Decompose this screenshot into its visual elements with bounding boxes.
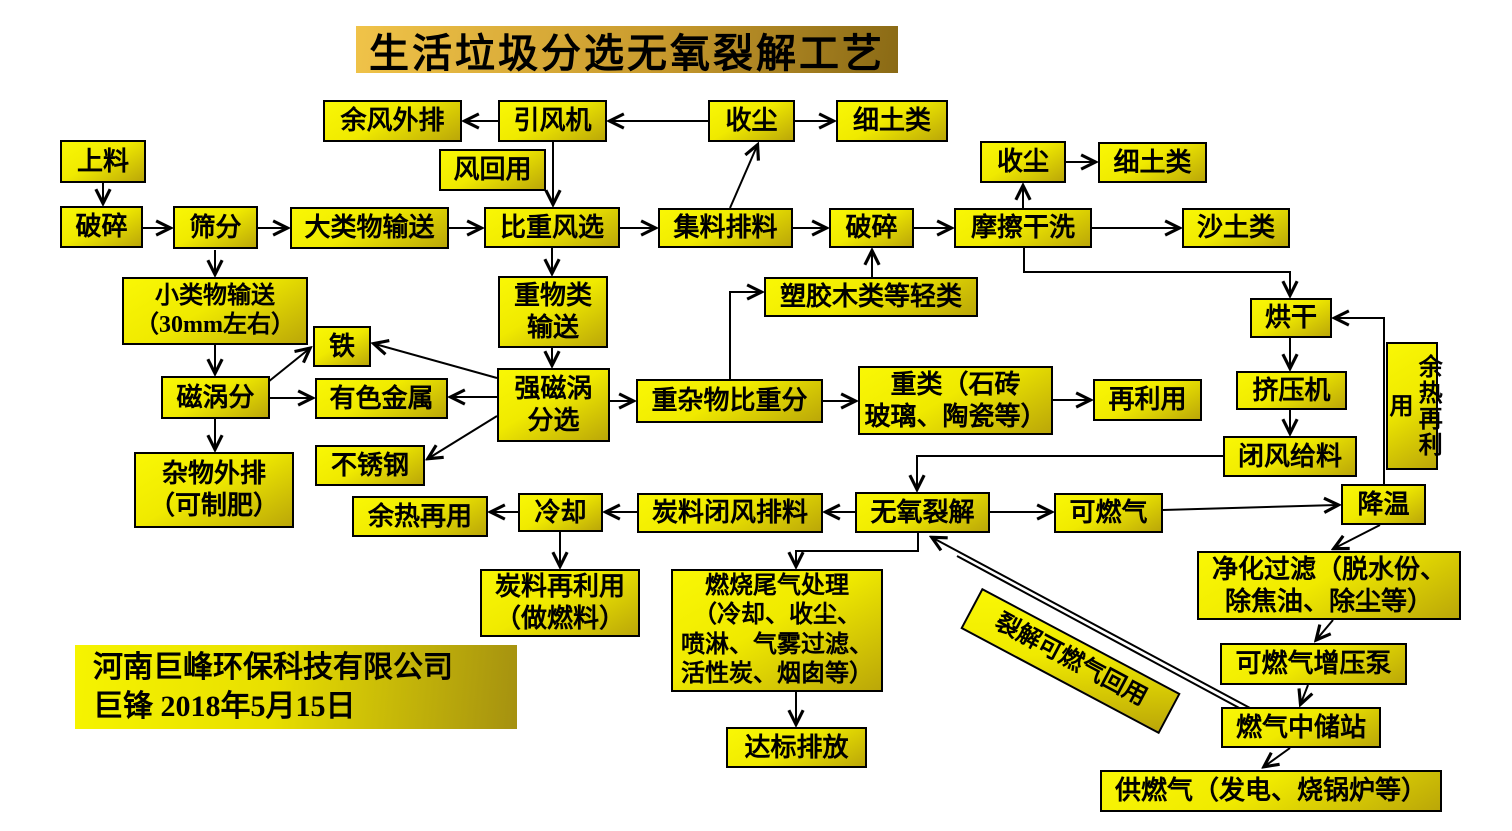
arrow-zhongzawu-to-sujiao: [729, 292, 760, 379]
node-yinfengji: 引风机: [498, 100, 607, 142]
node-shouchen-2: 收尘: [980, 141, 1066, 183]
node-ciwofen: 磁涡分: [161, 376, 270, 419]
node-zawu-waipai: 杂物外排 （可制肥）: [134, 452, 294, 528]
company-signature: 河南巨峰环保科技有限公司巨锋 2018年5月15日: [75, 645, 517, 729]
node-fenghuiyong: 风回用: [439, 149, 546, 191]
arrow-bifenggeiliao-to-wuyangliejie: [917, 455, 1223, 488]
node-shangliao: 上料: [60, 140, 146, 183]
node-bifeng-geiliao: 闭风给料: [1223, 436, 1357, 477]
node-gongranqi: 供燃气（发电、烧锅炉等）: [1100, 770, 1442, 812]
arrow-jiangwen-to-jinghua: [1335, 524, 1381, 548]
node-zhongwulei-shusong: 重物类 输送: [498, 276, 608, 348]
arrow-jinghua-to-zengyabeng: [1317, 619, 1334, 639]
node-xitulei-2: 细土类: [1098, 142, 1207, 183]
node-lengque: 冷却: [518, 493, 603, 532]
node-buxiugang: 不锈钢: [315, 445, 425, 486]
node-shouchen-1: 收尘: [708, 100, 795, 142]
page-title: 生活垃圾分选无氧裂解工艺: [356, 26, 898, 76]
node-wuyang-liejie: 无氧裂解: [855, 492, 990, 533]
node-ranqi-zhongchuzhan: 燃气中储站: [1221, 707, 1381, 748]
node-posui-2: 破碎: [829, 208, 914, 248]
node-shaifen: 筛分: [173, 206, 258, 249]
node-zhonglei: 重类（石砖 玻璃、陶瓷等）: [858, 366, 1053, 435]
node-zhongzawu-bizhongfen: 重杂物比重分: [636, 379, 823, 423]
node-shatulei: 沙土类: [1182, 208, 1290, 248]
arrow-mocaganxi-to-honggan: [1023, 248, 1290, 294]
arrow-chuzhan-to-gongranqi: [1265, 747, 1291, 766]
arrow-qiangciwo-to-buxiugang: [429, 415, 498, 458]
arrow-jiliao-to-shouchen1: [729, 146, 757, 209]
node-posui-1: 破碎: [60, 206, 143, 248]
arrow-chuzhan-to-wuyangliejie-parallel: [956, 555, 1257, 718]
node-sujiao-mulei: 塑胶木类等轻类: [764, 277, 978, 317]
node-honggan: 烘干: [1250, 298, 1332, 338]
node-bizhong-fengxuan: 比重风选: [484, 207, 620, 248]
node-tie: 铁: [313, 326, 371, 367]
node-jiliao-pailiao: 集料排料: [658, 208, 793, 248]
arrow-wuyangliejie-to-ranshaoweiqi: [796, 533, 919, 565]
node-jinghua-guolv: 净化过滤（脱水份、 除焦油、除尘等）: [1197, 551, 1461, 620]
node-keranqi: 可燃气: [1054, 493, 1163, 533]
arrow-zengyabeng-to-chuzhan: [1301, 684, 1308, 703]
node-yufeng-waipai: 余风外排: [323, 100, 462, 142]
arrow-keranqi-to-jiangwen: [1162, 505, 1337, 510]
author-date: 巨锋 2018年5月15日: [93, 690, 356, 723]
node-qiangciwo-fenxuan: 强磁涡 分选: [497, 368, 610, 442]
node-youse-jinshu: 有色金属: [315, 378, 448, 419]
node-jiangwen: 降温: [1341, 484, 1426, 525]
node-dabiao-paifang: 达标排放: [726, 727, 867, 768]
node-xitulei-1: 细土类: [836, 100, 948, 142]
node-tanliao-bifeng-pailiao: 炭料闭风排料: [637, 493, 823, 533]
arrow-jiangwen-to-honggan: [1336, 318, 1385, 484]
node-zailiyong: 再利用: [1093, 379, 1202, 421]
node-jiyaji: 挤压机: [1236, 371, 1347, 410]
node-yure-zaiyong: 余热再用: [352, 496, 488, 537]
node-daleiwu-shusong: 大类物输送: [290, 207, 449, 249]
node-tanliao-zailiyong: 炭料再利用 （做燃料）: [480, 569, 640, 637]
node-moca-ganxi: 摩擦干洗: [954, 208, 1092, 248]
arrow-chuzhan-to-wuyangliejie: [933, 538, 1251, 709]
arrow-ciwofen-to-tie: [267, 349, 309, 383]
node-yure-zailiyong: 余热再利用: [1385, 342, 1440, 470]
company-name: 河南巨峰环保科技有限公司: [93, 651, 453, 684]
node-ranshao-weiqi-chuli: 燃烧尾气处理 （冷却、收尘、 喷淋、气雾过滤、 活性炭、烟囱等）: [671, 569, 883, 692]
node-keranqi-zengyabeng: 可燃气增压泵: [1220, 643, 1407, 685]
node-xiaoleiwu-shusong: 小类物输送 （30mm左右）: [122, 277, 308, 345]
arrow-qiangciwo-to-tie: [375, 344, 498, 379]
